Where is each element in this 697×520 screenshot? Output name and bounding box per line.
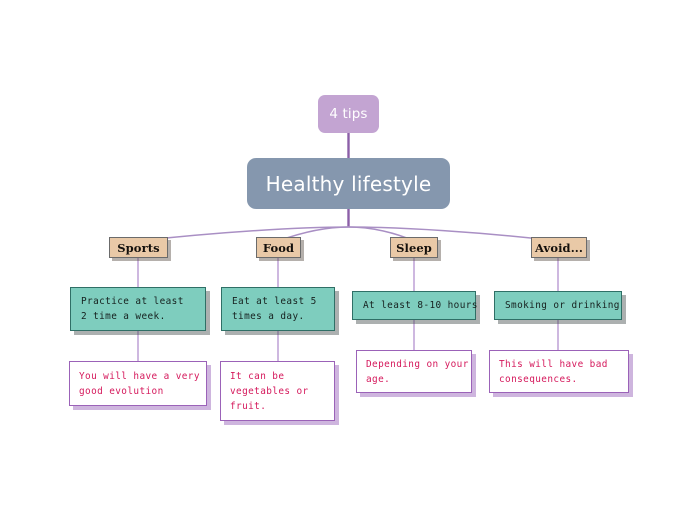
- note-box-sports-line-1: You will have a very: [79, 370, 200, 382]
- fact-box-sports-line-1: Practice at least: [81, 296, 184, 307]
- branch-label-avoid-text: Avoid...: [534, 240, 584, 255]
- root-node-4-tips[interactable]: 4 tips: [318, 95, 379, 133]
- central-node-healthy-lifestyle[interactable]: Healthy lifestyle: [247, 158, 450, 209]
- note-box-sleep-line-1: Depending on your: [366, 358, 469, 370]
- note-box-food-line-1: It can be: [230, 370, 285, 382]
- branch-label-sports-text: Sports: [117, 240, 160, 255]
- branch-label-sports[interactable]: Sports: [109, 237, 168, 258]
- fact-box-food[interactable]: Eat at least 5 times a day.: [221, 287, 335, 331]
- note-box-sleep-line-2: age.: [366, 373, 391, 385]
- note-box-avoid[interactable]: This will have bad consequences.: [489, 350, 629, 393]
- branch-label-sleep-text: Sleep: [396, 240, 432, 255]
- fact-box-sleep-line-1: At least 8-10 hours: [363, 300, 478, 311]
- fact-box-sleep[interactable]: At least 8-10 hours: [352, 291, 478, 320]
- note-box-avoid-line-1: This will have bad: [499, 358, 608, 370]
- fact-box-sports-line-2: 2 time a week.: [81, 311, 166, 322]
- connector-center-to-avoid: [348, 226, 559, 242]
- fact-box-avoid[interactable]: Smoking or drinking: [494, 291, 622, 320]
- note-box-food-line-2: vegetables or: [230, 385, 309, 397]
- branch-label-food[interactable]: Food: [256, 237, 301, 258]
- central-node-label: Healthy lifestyle: [265, 171, 432, 196]
- note-box-food[interactable]: It can be vegetables or fruit.: [220, 361, 335, 421]
- branch-label-avoid[interactable]: Avoid...: [531, 237, 587, 258]
- note-box-avoid-line-2: consequences.: [499, 373, 578, 385]
- branch-label-sleep[interactable]: Sleep: [390, 237, 438, 258]
- fact-box-food-line-1: Eat at least 5: [232, 296, 317, 307]
- fact-box-food-line-2: times a day.: [232, 311, 305, 322]
- branch-label-food-text: Food: [262, 240, 295, 255]
- fact-box-avoid-line-1: Smoking or drinking: [505, 300, 620, 311]
- root-node-label: 4 tips: [329, 106, 368, 122]
- note-box-sports[interactable]: You will have a very good evolution: [69, 361, 207, 406]
- note-box-sleep[interactable]: Depending on your age.: [356, 350, 472, 393]
- connector-center-to-sports: [137, 226, 349, 242]
- note-box-sports-line-2: good evolution: [79, 385, 164, 397]
- fact-box-sports[interactable]: Practice at least 2 time a week.: [70, 287, 206, 331]
- note-box-food-line-3: fruit.: [230, 400, 267, 412]
